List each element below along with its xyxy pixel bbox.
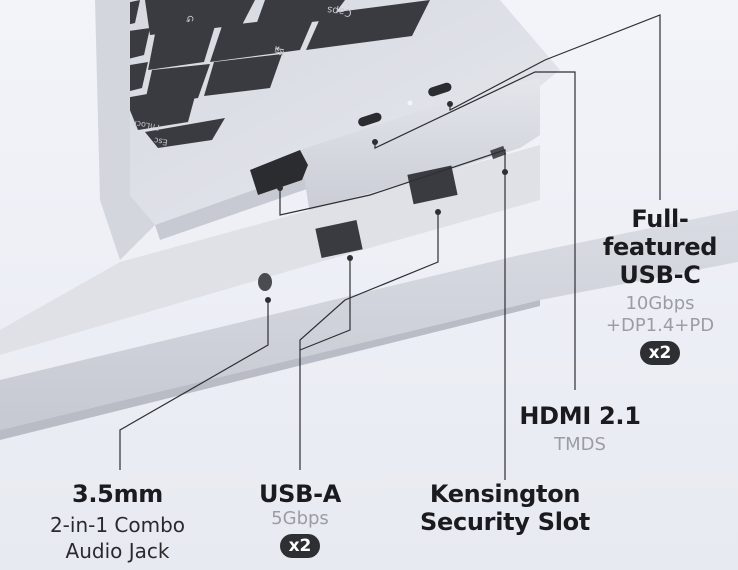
key-caps: Caps (326, 4, 352, 18)
key-tab: ↹ (273, 43, 285, 59)
hdmi-label: HDMI 2.1 TMDS (515, 402, 645, 456)
usbc-spec-2: +DP1.4+PD (605, 315, 715, 336)
kensington-title-1: Kensington (429, 480, 581, 508)
key-esc: Esc (153, 136, 168, 147)
hdmi-title: HDMI 2.1 (519, 402, 641, 430)
usbc-port-1 (358, 112, 382, 127)
usbc-count-badge: x2 (639, 341, 681, 365)
usba-label: USB-A 5Gbps x2 (245, 480, 355, 558)
usba-port-2 (315, 219, 363, 259)
usba-title: USB-A (258, 480, 342, 508)
audio-jack (258, 273, 272, 291)
usbc-title-1: Full-featured (602, 205, 718, 261)
base-lip (0, 300, 540, 440)
usba-port-1 (407, 165, 458, 205)
usba-count-badge: x2 (279, 534, 321, 558)
kensington-title-2: Security Slot (420, 508, 590, 536)
lid-edge (95, 0, 155, 260)
usbc-port-2 (428, 82, 452, 97)
callout-dots (265, 101, 508, 303)
key-glyph: ↺ (185, 12, 195, 24)
hdmi-spec: TMDS (554, 434, 606, 455)
base-side-wall (0, 145, 540, 355)
hdmi-port (250, 150, 308, 195)
usba-spec: 5Gbps (271, 508, 329, 529)
led-indicator (407, 100, 413, 106)
usbc-title-2: USB-C (619, 261, 701, 289)
keyboard-keys (121, 0, 430, 148)
audio-desc-1: 2-in-1 Combo (49, 513, 186, 537)
kensington-label: Kensington Security Slot (415, 480, 595, 536)
audio-label: 3.5mm 2-in-1 Combo Audio Jack (30, 480, 205, 564)
usbc-spec-1: 10Gbps (625, 293, 695, 314)
audio-title: 3.5mm (71, 480, 164, 508)
side-panel-top (300, 78, 540, 215)
audio-desc-2: Audio Jack (65, 539, 170, 563)
base-surface (0, 210, 738, 430)
usbc-label: Full-featured USB-C 10Gbps +DP1.4+PD x2 (575, 205, 738, 365)
callout-lines (119, 14, 661, 480)
